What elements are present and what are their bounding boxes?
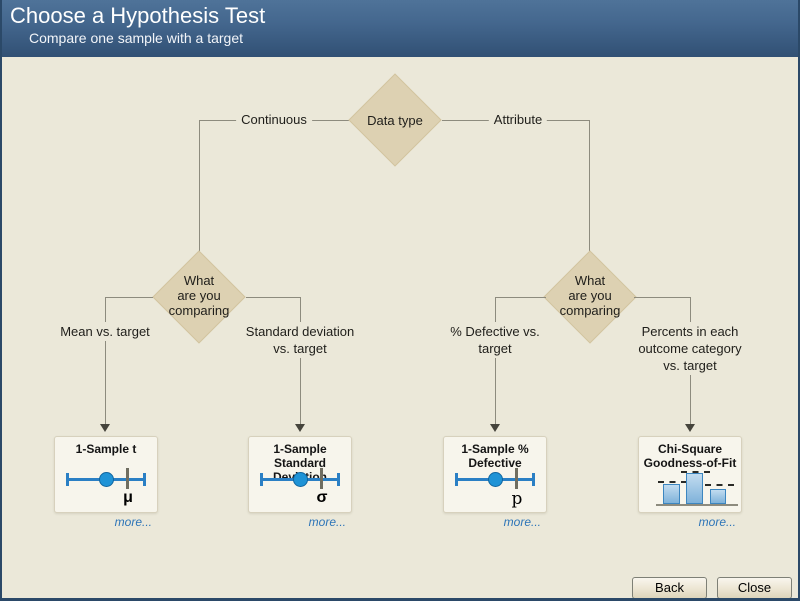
interval-endcap [532,473,535,486]
decision-line: What [183,273,215,288]
connector-line [300,297,301,425]
connector-line [589,120,590,254]
test-card-1-sample-defective[interactable]: 1-Sample % Defective p [443,436,547,513]
more-link-1-sample-defective[interactable]: more... [503,515,541,529]
page-title: Choose a Hypothesis Test [10,3,266,28]
test-card-1-sample-t[interactable]: 1-Sample t μ [54,436,158,513]
chi-square-bars-icon [639,465,741,511]
back-button[interactable]: Back [632,577,707,598]
page-subtitle: Compare one sample with a target [29,30,243,46]
outcome-label-stdev: Standard deviation vs. target [239,322,361,358]
arrow-down-icon [490,424,500,432]
connector-line [495,297,496,425]
outcome-label-mean: Mean vs. target [45,322,165,341]
bar [663,484,680,504]
test-card-title: 1-Sample % Defective [461,442,529,470]
arrow-down-icon [685,424,695,432]
expected-dash [705,484,734,486]
target-tick [515,468,518,489]
interval-endcap [337,473,340,486]
close-button[interactable]: Close [717,577,792,598]
test-card-title: Chi-Square Goodness-of-Fit [643,442,737,470]
more-link-1-sample-stdev[interactable]: more... [308,515,346,529]
decision-line: comparing [168,303,230,318]
outcome-label-percents: Percents in each outcome category vs. ta… [628,322,752,375]
connector-line [105,297,153,298]
interval-endcap [143,473,146,486]
mu-symbol: μ [123,489,133,506]
expected-dash [658,481,687,483]
decision-line: are you [177,288,221,303]
connector-line [199,120,200,254]
target-tick [126,468,129,489]
interval-point [99,472,114,487]
sigma-symbol: σ [316,489,328,506]
test-card-1-sample-stdev[interactable]: 1-Sample Standard Deviation σ [248,436,352,513]
test-card-title: 1-Sample t [75,442,137,456]
decision-node-left-comparing-label: What are you comparing [149,273,249,318]
connector-line [634,297,690,298]
branch-label-attribute: Attribute [488,112,548,127]
dialog-header: Choose a Hypothesis Test Compare one sam… [2,0,798,57]
decision-node-right-comparing-label: What are you comparing [540,273,640,318]
bar [686,473,703,504]
connector-line [495,297,546,298]
interval-point [488,472,503,487]
expected-dash [681,471,710,473]
decision-line: are you [568,288,612,303]
target-tick [320,468,323,489]
interval-point [293,472,308,487]
baseline [656,504,738,506]
decision-line: comparing [559,303,621,318]
more-link-1-sample-t[interactable]: more... [114,515,152,529]
connector-line [246,297,300,298]
p-symbol: p [511,489,523,509]
connector-line [105,297,106,425]
arrow-down-icon [295,424,305,432]
arrow-down-icon [100,424,110,432]
decision-node-data-type-label: Data type [367,113,423,128]
test-card-chi-square-gof[interactable]: Chi-Square Goodness-of-Fit [638,436,742,513]
interval-plot-icon: μ [55,465,157,511]
decision-line: What [574,273,606,288]
branch-label-continuous: Continuous [236,112,312,127]
bar [710,489,726,504]
interval-plot-icon: p [444,465,546,511]
interval-plot-icon: σ [249,465,351,511]
more-link-chi-square-gof[interactable]: more... [698,515,736,529]
outcome-label-defective: % Defective vs. target [444,322,546,358]
